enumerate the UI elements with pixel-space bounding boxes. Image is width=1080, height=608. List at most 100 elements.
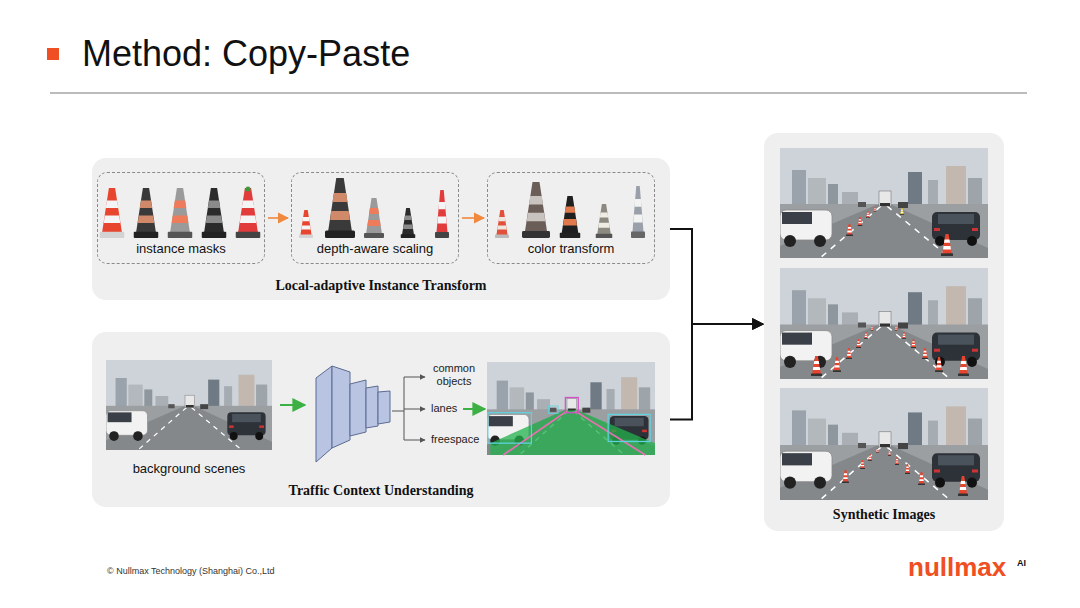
- network-symbol: [332, 366, 350, 448]
- cone-scaled: [435, 190, 449, 238]
- segmented-image: [488, 398, 655, 455]
- synthetic-image-3: [918, 472, 925, 485]
- cone-instances: [100, 188, 125, 238]
- synthetic-image-2: [811, 356, 822, 376]
- text-label: common objects: [428, 362, 480, 387]
- label-slot: © Nullmax Technology (Shanghai) Co.,Ltd: [107, 566, 275, 576]
- connector: [268, 217, 288, 219]
- title-bullet: [47, 48, 59, 60]
- cone-scaled: [401, 208, 416, 238]
- background-image: [106, 360, 272, 450]
- cone-instances: [236, 188, 261, 238]
- synthetic-image-3: [895, 457, 899, 465]
- text-label: freespace: [431, 433, 479, 446]
- synthetic-image-1: [846, 224, 853, 236]
- output-branches: [404, 377, 425, 378]
- cone-scaled: [299, 178, 449, 238]
- synthetic-image-2: [780, 268, 988, 379]
- cone-instances: [168, 188, 193, 238]
- synthetic-image-3: [860, 460, 865, 469]
- synthetic-image-1: [780, 148, 988, 258]
- network-symbol: [366, 386, 378, 428]
- connector: [462, 217, 484, 219]
- output-branches: [392, 377, 425, 440]
- step-box: instance masks: [97, 172, 265, 264]
- cone-instances: [134, 188, 159, 238]
- segmented-image: [488, 413, 532, 443]
- synthetic-image-2: [833, 357, 841, 372]
- cone-scaled: [325, 178, 355, 238]
- node-label: Traffic Context Understanding: [289, 483, 474, 499]
- synthetic-image-2: [780, 268, 988, 379]
- synthetic-image-3: [905, 464, 910, 474]
- label-slot: common objects: [428, 362, 480, 387]
- cone-colored: [596, 204, 613, 238]
- synthetic-image-3: [888, 450, 891, 456]
- step-box: depth-aware scaling: [291, 172, 459, 264]
- synthetic-image-3: [780, 388, 988, 500]
- synthetic-image-1: [941, 234, 953, 256]
- cone-instances: [246, 187, 251, 192]
- cone-colored: [495, 182, 645, 238]
- synthetic-image-2: [911, 339, 916, 348]
- network-symbol: [316, 366, 332, 462]
- synthetic-image-1: [858, 217, 863, 226]
- synthetic-image-1: [866, 211, 870, 218]
- segmented-image: [490, 410, 655, 455]
- synthetic-image-2: [922, 348, 928, 359]
- synthetic-image-3: [868, 454, 872, 461]
- synthetic-image-2: [871, 326, 874, 331]
- title-slot: Method: Copy-Paste: [82, 34, 410, 74]
- segmented-image: [487, 362, 655, 455]
- node-label: depth-aware scaling: [317, 241, 433, 256]
- network-symbol: [350, 380, 366, 436]
- synthetic-image-2: [846, 348, 852, 359]
- network-symbol: [316, 366, 390, 462]
- cone-scaled: [364, 198, 384, 238]
- node-label: background scenes: [133, 461, 246, 476]
- segmented-image: [487, 362, 655, 455]
- background-image: [106, 360, 272, 450]
- synthetic-image-3: [958, 476, 968, 496]
- text-label: lanes: [431, 402, 457, 415]
- panel: Synthetic Images: [764, 133, 1004, 531]
- cone-instances: [100, 187, 261, 239]
- synthetic-image-3: [842, 470, 849, 483]
- synthetic-image-1: [900, 208, 904, 215]
- text-label: nullmax: [908, 553, 1006, 583]
- output-branches: [392, 411, 404, 412]
- slide-title: Method: Copy-Paste: [82, 34, 410, 74]
- connector: [670, 229, 763, 324]
- segmented-image: [548, 406, 558, 414]
- synthetic-image-2: [864, 332, 868, 339]
- output-branches: [404, 377, 405, 440]
- network-symbol: [378, 391, 390, 424]
- segmented-image: [608, 414, 650, 441]
- synthetic-image-1: [874, 207, 877, 212]
- node-label: Synthetic Images: [833, 507, 935, 523]
- node-label: instance masks: [136, 241, 226, 256]
- title-rule: [50, 93, 1027, 94]
- green-arrow: [463, 408, 485, 410]
- text-label: © Nullmax Technology (Shanghai) Co.,Ltd: [107, 566, 275, 576]
- synthetic-image-2: [935, 357, 943, 372]
- panel: Local-adaptive Instance Transforminstanc…: [92, 158, 670, 300]
- segmented-image: [565, 398, 578, 413]
- synthetic-image-2: [856, 339, 861, 348]
- panel: Traffic Context Understanding background …: [92, 332, 670, 507]
- cone-instances: [202, 188, 227, 238]
- synthetic-image-3: [876, 448, 879, 453]
- synthetic-image-2: [902, 332, 906, 339]
- image-box: background scenes: [106, 358, 272, 478]
- green-arrow: [280, 404, 305, 406]
- segmented-image: [503, 411, 567, 455]
- synthetic-image-2: [895, 326, 898, 331]
- cone-colored: [560, 196, 581, 238]
- synthetic-image-3: [780, 388, 988, 500]
- label-slot: AI: [1017, 558, 1026, 568]
- output-branches: [404, 440, 425, 441]
- node-label: color transform: [528, 241, 615, 256]
- label-slot: freespace: [431, 433, 479, 446]
- synthetic-image-1: [780, 148, 988, 258]
